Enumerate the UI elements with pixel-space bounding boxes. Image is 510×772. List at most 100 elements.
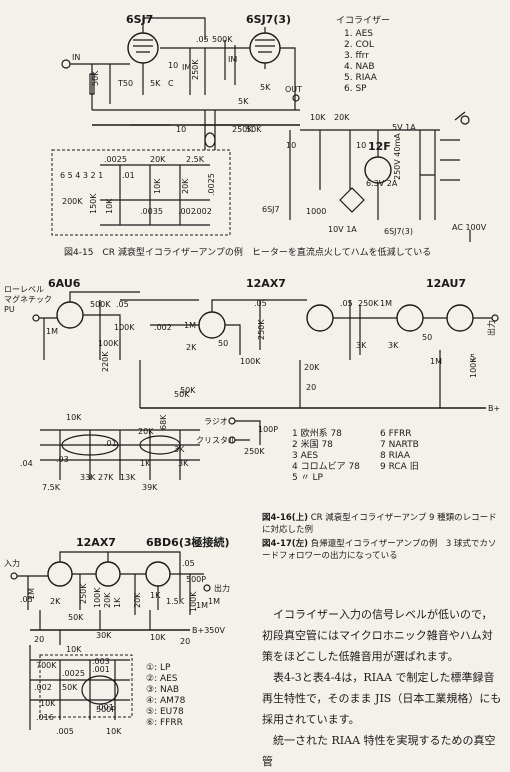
part-label: 250K [244,447,265,456]
part-label: 250K [232,125,253,134]
eq-item: 7 NARTB [380,440,419,450]
part-label: IM [182,63,191,72]
fig17-caption-text: 負帰還型イコライザーアンプの例 3 球式でカソードフォロワーの出力になっている [262,539,497,561]
part-label: 10K [310,113,326,122]
part-label: 100K [93,587,102,608]
part-label: 10K [105,198,114,214]
part-label: 1M [208,597,220,606]
part-label: 3K [356,341,367,350]
part-label: 1M [430,357,442,366]
part-label: 5K [238,97,249,106]
eq-item: 3 AES [292,451,318,461]
part-label: 220K [101,351,110,372]
part-label: .0025 [207,173,216,196]
fig15-eq-switch-box [51,149,231,236]
fig16-input-line: ローレベル [4,285,44,294]
fig17-tube1-label: 12AX7 [76,536,116,549]
fig16-input-jack [32,314,40,322]
eq-item: 4. NAB [344,62,375,72]
fig15-switch-numbers: 6 5 4 3 2 1 [60,171,103,180]
part-label: 20 [34,635,44,644]
part-label: 30K [96,631,112,640]
part-label: 50 [218,339,228,348]
part-label: 500K [212,35,233,44]
part-label: 20K [138,427,154,436]
part-label: .0025 [62,669,85,678]
fig15-eq-title: イコライザー [336,15,390,26]
part-label: 20K [133,592,142,608]
part-label: C [168,79,174,88]
fig17-output-jack [203,584,211,592]
fig-4-15: 6SJ7 6SJ7(3) IN 6 5 4 3 2 1 12F イコライザー [51,13,487,258]
eq-item: 6 FFRR [380,429,411,439]
part-label: 1M [380,299,392,308]
part-label: 500P [186,575,206,584]
part-label: 50K [174,390,190,399]
eq-item: ⑤: EU78 [146,707,184,717]
part-label: .002 [178,207,196,216]
eq-item: 2 米国 78 [292,438,333,450]
part-label: 10K [106,727,122,736]
part-label: .005 [56,727,74,736]
part-label: 100P [258,425,278,434]
part-label: 10 [286,141,296,150]
fig17-input-label: 入力 [4,558,20,568]
part-label: .002 [194,207,212,216]
part-label: AC 100V [452,223,487,232]
part-label: .03 [56,455,69,464]
fig17-eq-switch-box [39,654,133,718]
part-label: 150K [89,193,98,214]
part-label: IM [228,55,237,64]
part-label: 200K [62,197,83,206]
part-label: .003 [92,657,110,666]
eq-item: 6. SP [344,84,367,94]
eq-item: ⑥: FFRR [146,718,183,728]
eq-item: ③: NAB [146,685,179,695]
fig15-eq-list: イコライザー 1. AES 2. COL 3. ffrr 4. NAB 5. R… [336,15,390,94]
part-label: 250K [79,583,88,604]
part-label: 5V 1A [392,123,416,132]
part-label: 100K [98,339,119,348]
fig16-input-line: PU [4,305,15,314]
fig17-caption: 図4-17(左) 負帰還型イコライザーアンプの例 3 球式でカソードフォロワーの… [262,538,502,562]
part-label: 6SJ7(3) [384,227,413,236]
eq-item: 4 コロムビア 78 [292,461,360,472]
body-text: イコライザー入力の信号レベルが低いので，初段真空管にはマイクロホニック雑音やハム… [262,604,502,772]
part-label: 5 [470,353,475,362]
part-label: 250K [358,299,379,308]
fig-4-16: ローレベル マグネチック PU 6AU6 12AX7 12AU7 出力 B+ ラ… [4,277,500,492]
eq-item: 3. ffrr [344,51,369,61]
part-label: .04 [20,459,33,468]
eq-item: 1. AES [344,29,373,39]
part-label: 7.5K [42,483,61,492]
fig16-tube2-label: 12AX7 [246,277,286,290]
fig17-input-jack [10,572,18,580]
part-label: 500P [96,705,116,714]
part-label: 2K [50,597,61,606]
eq-item: 8 RIAA [380,451,411,461]
part-label: .002 [34,683,52,692]
part-label: 3K [388,341,399,350]
fig17-tube1a [47,561,73,587]
part-label: 20 [306,383,316,392]
fig15-input-jack [61,59,71,69]
part-label: 500K [90,300,111,309]
part-label: 1K [140,459,151,468]
part-label: .05 [340,299,353,308]
fig17-tube2-label: 6BD6(3極接続) [146,535,230,549]
part-label: 10 [356,141,366,150]
part-label: 2K [186,343,197,352]
part-label: .0025 [104,155,127,164]
part-label: 10 [168,61,178,70]
fig17-part-labels: 1M 2K .03 250K 100K 20K 1K 20K .05 100K … [20,559,220,736]
fig17-eq-list: ①: LP ②: AES ③: NAB ④: AM78 ⑤: EU78 ⑥: F… [146,663,186,728]
part-label: 2.5K [186,155,205,164]
part-label: 50K [246,125,262,134]
part-label: 1M [46,327,58,336]
part-label: 20K [181,178,190,194]
part-label: .001 [96,703,114,712]
fig16-tube2a [198,311,226,339]
part-label: 10K [66,645,82,654]
part-label: 100K [240,357,261,366]
part-label: 20K [150,155,166,164]
